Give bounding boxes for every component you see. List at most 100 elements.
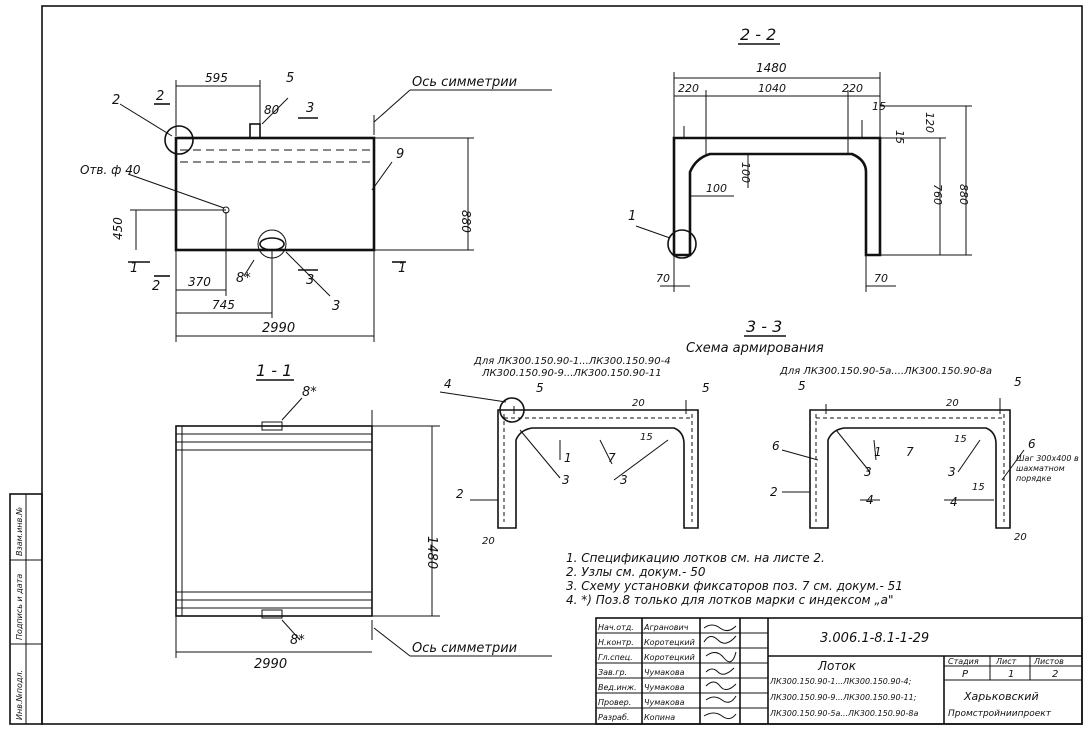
r-callout-1: 1 <box>874 445 882 459</box>
section-22-title: 2 - 2 <box>740 25 776 44</box>
staff-name: Чумакова <box>644 668 685 677</box>
l-callout-7: 7 <box>608 451 616 465</box>
item-line-2: ЛК300.150.90-9...ЛК300.150.90-11; <box>769 693 917 702</box>
section-11-title: 1 - 1 <box>256 361 292 380</box>
l-callout-3b: 3 <box>620 473 628 487</box>
staff-name: Коротецкий <box>644 653 695 662</box>
plan-loop-8 <box>259 237 285 251</box>
step-note-box: Шаг 300х400 в шахматном порядке <box>1016 454 1079 483</box>
cut-label-2b: 2 <box>152 279 160 294</box>
sheets-value: 2 <box>1052 669 1058 680</box>
staff-table: Нач.отд. Агранович Н.контр. Коротецкий Г… <box>598 623 695 722</box>
hole-label: Отв. ф 40 <box>80 163 141 177</box>
dim-220b: 220 <box>842 82 863 95</box>
dim-15b: 15 <box>893 130 906 144</box>
section-33-left-outline <box>497 409 699 529</box>
caption-left-2: ЛК300.150.90-9...ЛК300.150.90-11 <box>481 368 662 379</box>
sheet-value: 1 <box>1008 669 1014 680</box>
callout-9: 9 <box>396 147 404 162</box>
r-callout-7: 7 <box>906 445 914 459</box>
item-title: Лоток <box>817 659 857 673</box>
dim-1040: 1040 <box>758 82 786 95</box>
r-callout-4b: 4 <box>950 495 958 509</box>
dim-450: 450 <box>111 217 125 240</box>
staff-role: Разраб. <box>598 713 629 722</box>
r-callout-5b: 5 <box>1014 375 1022 389</box>
note-2: 2. Узлы см. докум.- 50 <box>566 565 706 579</box>
note-4: 4. *) Поз.8 только для лотков марки с ин… <box>566 593 894 607</box>
r-callout-4a: 4 <box>866 493 874 507</box>
dim-370: 370 <box>188 275 211 289</box>
cut-label-1: 1 <box>130 261 138 276</box>
staff-role: Вед.инж. <box>598 683 637 692</box>
document-code: 3.006.1-8.1-1-29 <box>820 631 929 646</box>
staff-role: Нач.отд. <box>598 623 634 632</box>
l-callout-3a: 3 <box>562 473 570 487</box>
caption-left-1: Для ЛК300.150.90-1...ЛК300.150.90-4 <box>473 356 671 367</box>
title-block-frame <box>595 617 1083 725</box>
l-callout-20b: 20 <box>482 536 495 547</box>
r-callout-3b: 3 <box>948 465 956 479</box>
dim-80: 80 <box>264 103 280 117</box>
dim-2990-s11: 2990 <box>254 657 287 672</box>
l-callout-1: 1 <box>564 451 572 465</box>
cut-label-1b: 1 <box>398 261 406 276</box>
axis-label: Ось симметрии <box>412 75 517 90</box>
l-callout-2: 2 <box>456 487 464 501</box>
section-22-outline <box>672 136 882 257</box>
item-line-3: ЛК300.150.90-5а...ЛК300.150.90-8а <box>769 709 918 718</box>
dim-100b: 100 <box>739 162 752 183</box>
step-note: Шаг 300х400 в шахматном порядке <box>1016 454 1079 483</box>
sheet-frame <box>41 5 1083 725</box>
organization-1: Харьковский <box>963 690 1039 703</box>
stage-value: Р <box>962 669 969 680</box>
staff-name: Агранович <box>643 623 689 632</box>
side-stamp-sign-date: Подпись и дата <box>15 574 24 640</box>
organization-2: Промстройниипроект <box>948 709 1052 719</box>
section-1-1 <box>175 379 552 658</box>
r-callout-6b: 6 <box>1028 437 1036 451</box>
dim-745: 745 <box>212 298 235 312</box>
dim-2990: 2990 <box>262 321 295 336</box>
l-callout-5a: 5 <box>536 381 544 395</box>
dim-70a: 70 <box>656 272 670 285</box>
callout-5: 5 <box>286 71 294 86</box>
sheets-header: Листов <box>1033 657 1064 666</box>
side-stamp-replace-inv: Взам.инв.№ <box>15 507 24 556</box>
callout-8-top: 8* <box>302 385 317 400</box>
dim-880: 880 <box>459 210 473 233</box>
r-callout-15a: 15 <box>954 434 967 445</box>
note-1: 1. Спецификацию лотков см. на листе 2. <box>566 551 825 565</box>
section-2-2 <box>635 43 972 292</box>
r-callout-6a: 6 <box>772 439 780 453</box>
callout-1-s22: 1 <box>628 209 636 224</box>
dim-15a: 15 <box>872 100 886 113</box>
dim-1480: 1480 <box>756 61 787 75</box>
plan-view <box>119 80 552 342</box>
dim-880b: 880 <box>957 184 970 205</box>
section-33-title: 3 - 3 <box>746 317 782 336</box>
r-callout-3a: 3 <box>864 465 872 479</box>
callout-8-bottom: 8* <box>290 633 305 648</box>
axis-label-s11: Ось симметрии <box>412 641 517 656</box>
staff-role: Гл.спец. <box>598 653 633 662</box>
l-callout-5b: 5 <box>702 381 710 395</box>
sheet-header: Лист <box>995 657 1017 666</box>
plan-detail-circle <box>164 125 194 155</box>
note-3: 3. Схему установки фиксаторов поз. 7 см.… <box>566 579 903 593</box>
plan-outline <box>174 136 376 252</box>
plan-loop-5 <box>249 123 261 139</box>
dim-120: 120 <box>923 112 936 133</box>
dim-70b: 70 <box>874 272 888 285</box>
item-line-1: ЛК300.150.90-1...ЛК300.150.90-4; <box>769 677 912 686</box>
section-33-subtitle: Схема армирования <box>686 341 824 356</box>
callout-2: 2 <box>112 93 120 108</box>
staff-name: Чумакова <box>644 698 685 707</box>
l-callout-15: 15 <box>640 432 653 443</box>
r-callout-2: 2 <box>770 485 778 499</box>
staff-name: Коротецкий <box>644 638 695 647</box>
dim-100a: 100 <box>706 182 727 195</box>
cut-label-2: 2 <box>156 89 164 104</box>
callout-3: 3 <box>332 299 340 314</box>
